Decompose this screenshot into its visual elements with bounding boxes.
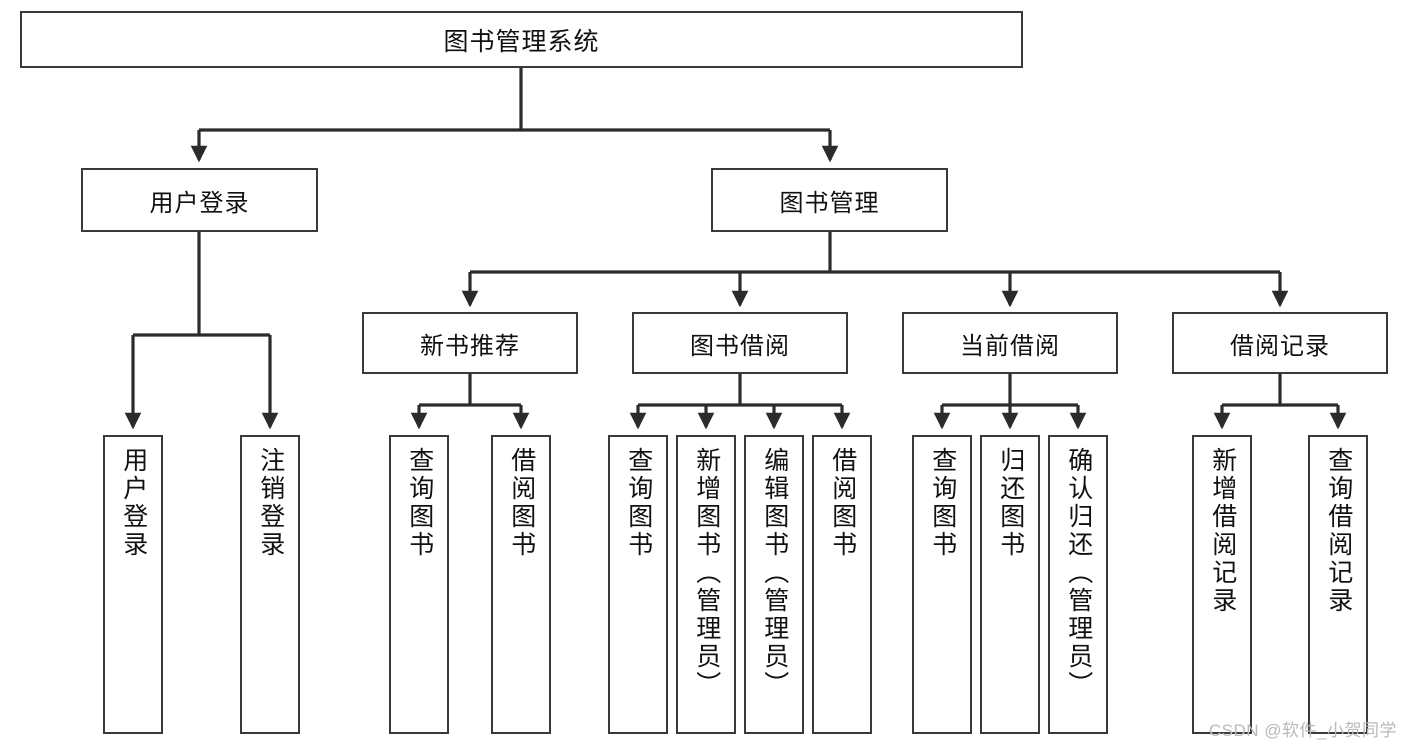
- node-new-book-recommendation[interactable]: 新书推荐: [362, 312, 578, 374]
- leaf-label: 查询借阅记录: [1324, 447, 1353, 615]
- node-label: 图书管理系统: [443, 27, 600, 56]
- leaf-label: 确认归还（管理员）: [1064, 447, 1093, 699]
- leaf-label: 查询图书: [928, 447, 957, 559]
- leaf-query-book-newbook[interactable]: 查询图书: [389, 435, 449, 734]
- leaf-label: 借阅图书: [828, 447, 857, 559]
- leaf-return-book[interactable]: 归还图书: [980, 435, 1040, 734]
- leaf-query-book-current[interactable]: 查询图书: [912, 435, 972, 734]
- leaf-query-book-borrow[interactable]: 查询图书: [608, 435, 668, 734]
- leaf-label: 新增图书（管理员）: [692, 447, 721, 699]
- leaf-label: 归还图书: [996, 447, 1025, 559]
- leaf-confirm-return-admin[interactable]: 确认归还（管理员）: [1048, 435, 1108, 734]
- node-borrowing-records[interactable]: 借阅记录: [1172, 312, 1388, 374]
- leaf-logout[interactable]: 注销登录: [240, 435, 300, 734]
- leaf-label: 编辑图书（管理员）: [760, 447, 789, 699]
- node-book-management[interactable]: 图书管理: [711, 168, 948, 232]
- leaf-query-borrow-record[interactable]: 查询借阅记录: [1308, 435, 1368, 734]
- node-label: 图书管理: [779, 189, 880, 217]
- leaf-add-borrow-record[interactable]: 新增借阅记录: [1192, 435, 1252, 734]
- leaf-borrow-book-newbook[interactable]: 借阅图书: [491, 435, 551, 734]
- node-label: 用户登录: [149, 189, 250, 217]
- leaf-label: 查询图书: [405, 447, 434, 559]
- leaf-add-book-admin[interactable]: 新增图书（管理员）: [676, 435, 736, 734]
- leaf-edit-book-admin[interactable]: 编辑图书（管理员）: [744, 435, 804, 734]
- leaf-label: 借阅图书: [507, 447, 536, 559]
- leaf-user-login[interactable]: 用户登录: [103, 435, 163, 734]
- node-root-book-management-system[interactable]: 图书管理系统: [20, 11, 1023, 68]
- node-label: 借阅记录: [1230, 332, 1330, 360]
- node-user-login[interactable]: 用户登录: [81, 168, 318, 232]
- node-book-borrowing[interactable]: 图书借阅: [632, 312, 848, 374]
- leaf-label: 查询图书: [624, 447, 653, 559]
- leaf-borrow-book[interactable]: 借阅图书: [812, 435, 872, 734]
- node-label: 图书借阅: [690, 332, 790, 360]
- leaf-label: 注销登录: [256, 447, 285, 559]
- node-current-borrowing[interactable]: 当前借阅: [902, 312, 1118, 374]
- node-label: 新书推荐: [420, 332, 520, 360]
- node-label: 当前借阅: [960, 332, 1060, 360]
- leaf-label: 新增借阅记录: [1208, 447, 1237, 615]
- leaf-label: 用户登录: [119, 447, 148, 559]
- csdn-watermark: CSDN @软件_小贺同学: [1208, 721, 1397, 740]
